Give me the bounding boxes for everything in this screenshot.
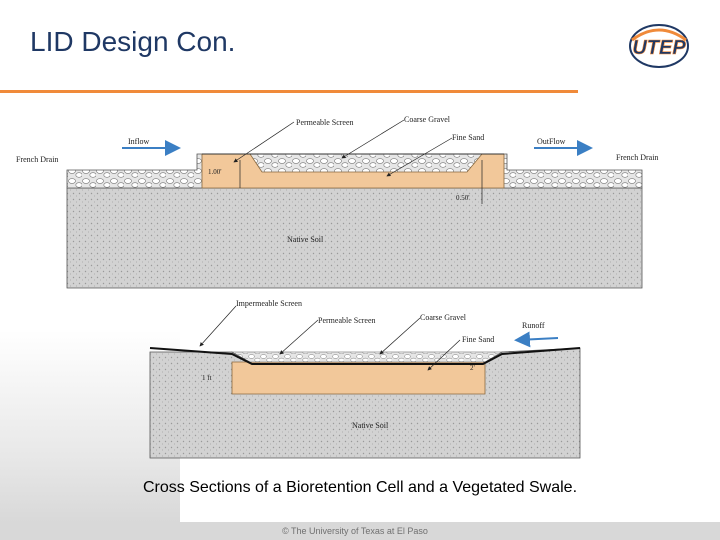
gravel-layer xyxy=(230,351,504,363)
native-soil-block xyxy=(66,187,643,289)
runoff-arrow xyxy=(514,331,559,348)
label-permeable-screen: Permeable Screen xyxy=(318,316,376,325)
label-inflow: Inflow xyxy=(128,137,150,146)
utep-logo: UTEP xyxy=(629,24,689,68)
vegetated-swale-cross-section: Impermeable Screen Permeable Screen Coar… xyxy=(149,299,581,459)
label-impermeable-screen: Impermeable Screen xyxy=(236,299,302,308)
slide-title: LID Design Con. xyxy=(30,26,236,57)
label-depth-right: 2' xyxy=(470,364,475,372)
label-native-soil: Native Soil xyxy=(352,421,389,430)
sand-bed xyxy=(231,361,486,395)
label-coarse-gravel: Coarse Gravel xyxy=(420,313,467,322)
label-coarse-gravel: Coarse Gravel xyxy=(404,115,451,124)
label-depth-left: 1.00' xyxy=(208,168,222,176)
logo-wordmark: UTEP xyxy=(632,37,686,59)
label-native-soil: Native Soil xyxy=(287,235,324,244)
label-depth-right: 0.50' xyxy=(456,194,470,202)
copyright-notice: © The University of Texas at El Paso xyxy=(282,526,428,536)
footer-band xyxy=(0,522,720,540)
label-permeable-screen: Permeable Screen xyxy=(296,118,354,127)
label-runoff: Runoff xyxy=(522,321,545,330)
impermeable-screen-line xyxy=(149,347,581,365)
label-fine-sand: Fine Sand xyxy=(452,133,484,142)
figure-caption: Cross Sections of a Bioretention Cell an… xyxy=(142,479,578,496)
label-outflow: OutFlow xyxy=(537,137,566,146)
bioretention-cross-section: Permeable Screen Coarse Gravel Fine Sand… xyxy=(16,115,658,289)
title-underline xyxy=(0,90,578,93)
label-french-drain-left: French Drain xyxy=(16,155,58,164)
label-french-drain-right: French Drain xyxy=(616,153,658,162)
label-depth-left: 1 ft xyxy=(202,374,212,382)
label-fine-sand: Fine Sand xyxy=(462,335,494,344)
